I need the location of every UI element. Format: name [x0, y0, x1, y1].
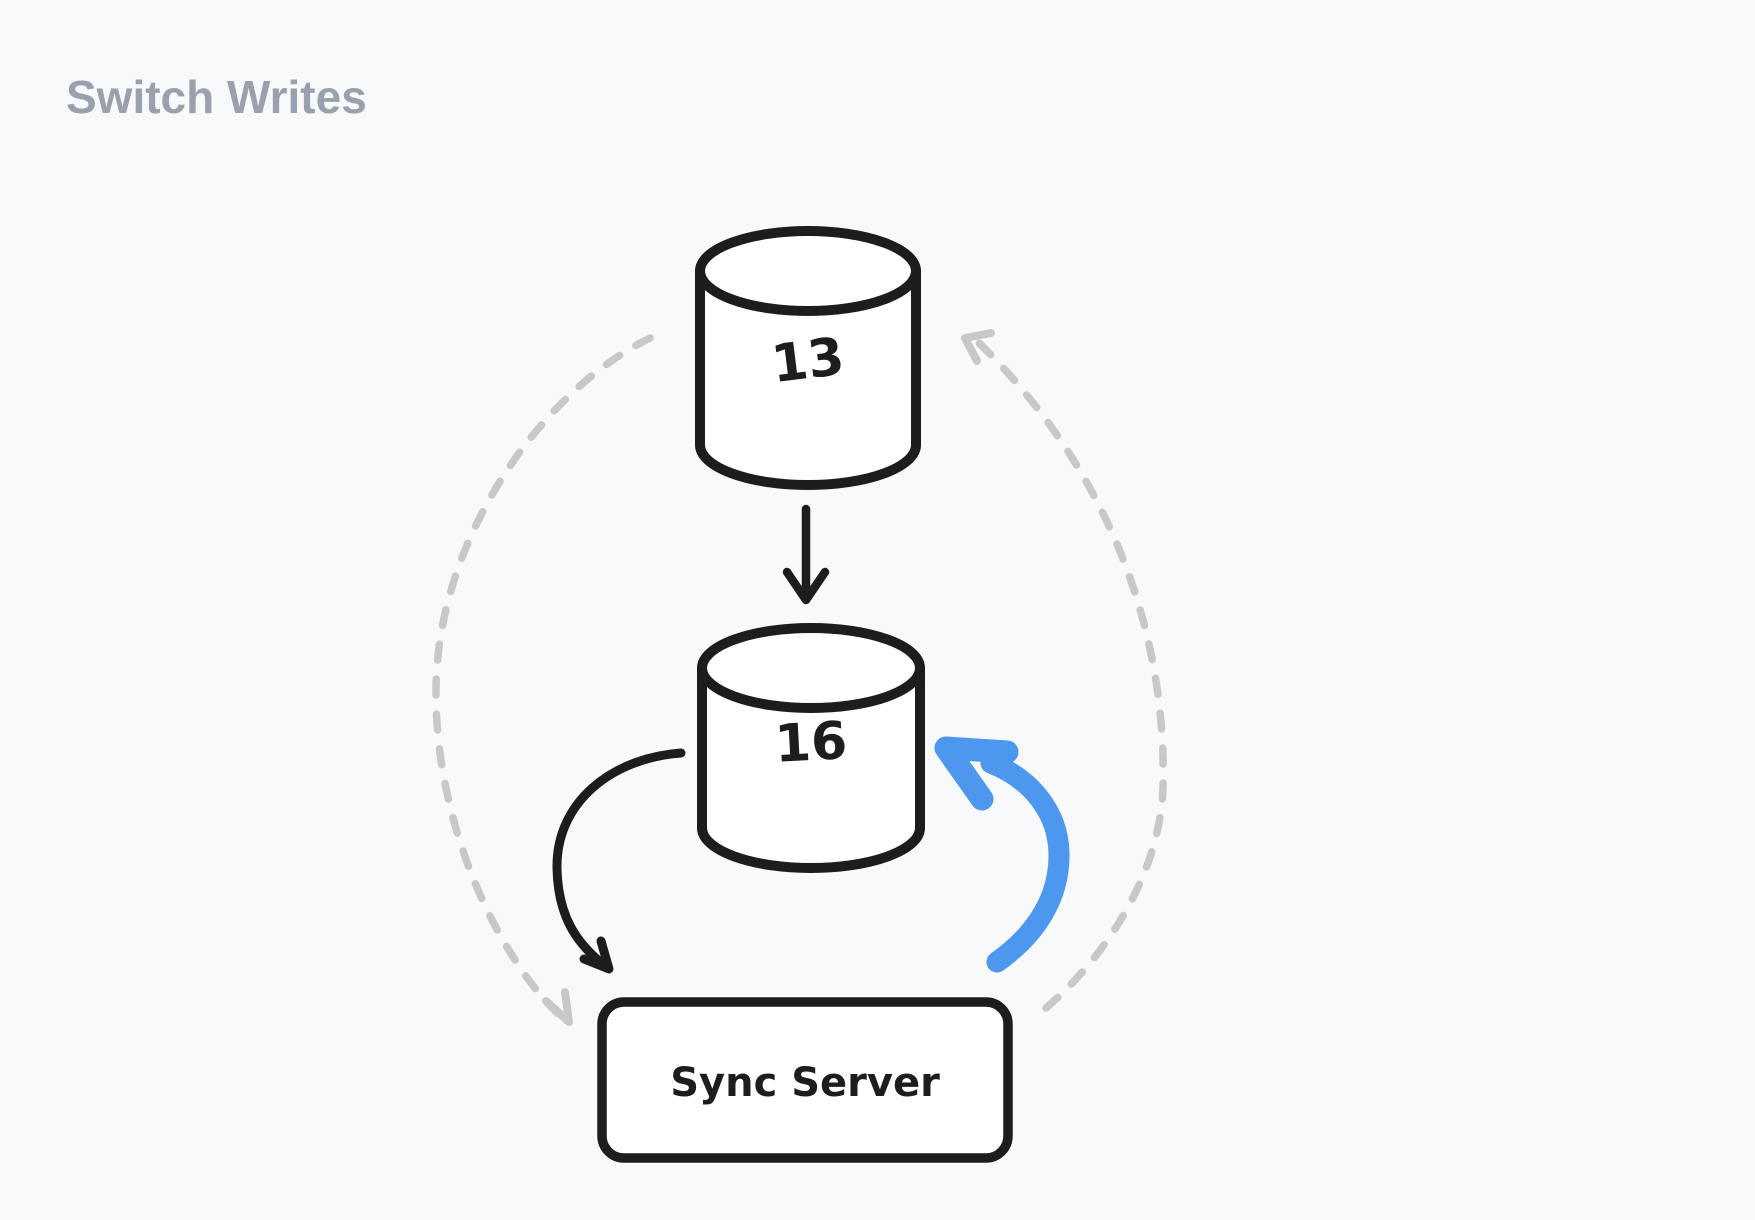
dashed-left-arc-path — [432, 334, 654, 1017]
database-16-body — [697, 663, 925, 873]
down-arrowhead-icon — [782, 567, 830, 605]
dashed-right-arc-path — [974, 338, 1167, 1012]
database-16-lid — [697, 623, 925, 713]
dashed-cycle-right-arc — [961, 329, 1167, 1012]
database-13-body — [695, 266, 921, 490]
database-13-label: 13 — [768, 327, 847, 395]
sync-server-rect — [597, 997, 1013, 1163]
sync-to-db16-curve — [980, 752, 1070, 973]
sync-to-db16-arrow — [934, 736, 1070, 973]
page-title: Switch Writes — [66, 71, 367, 123]
sync-server-box: Sync Server — [597, 997, 1013, 1163]
write-flow-down-arrow — [782, 504, 830, 605]
sync-server-label: Sync Server — [670, 1060, 940, 1106]
db16-to-sync-arrow — [552, 748, 686, 974]
sync-to-db16-arrowhead-icon — [934, 736, 1019, 811]
database-13-lid — [695, 226, 921, 316]
dashed-cycle-left-arc — [432, 334, 654, 1026]
database-13-cylinder: 13 — [695, 226, 921, 490]
db16-to-sync-curve — [552, 748, 686, 966]
database-16-label: 16 — [773, 711, 848, 775]
db16-to-sync-arrowhead-icon — [579, 936, 614, 974]
database-16-cylinder: 16 — [697, 623, 925, 873]
dashed-left-arrowhead-icon — [542, 988, 573, 1026]
dashed-right-arrowhead-icon — [961, 329, 995, 365]
